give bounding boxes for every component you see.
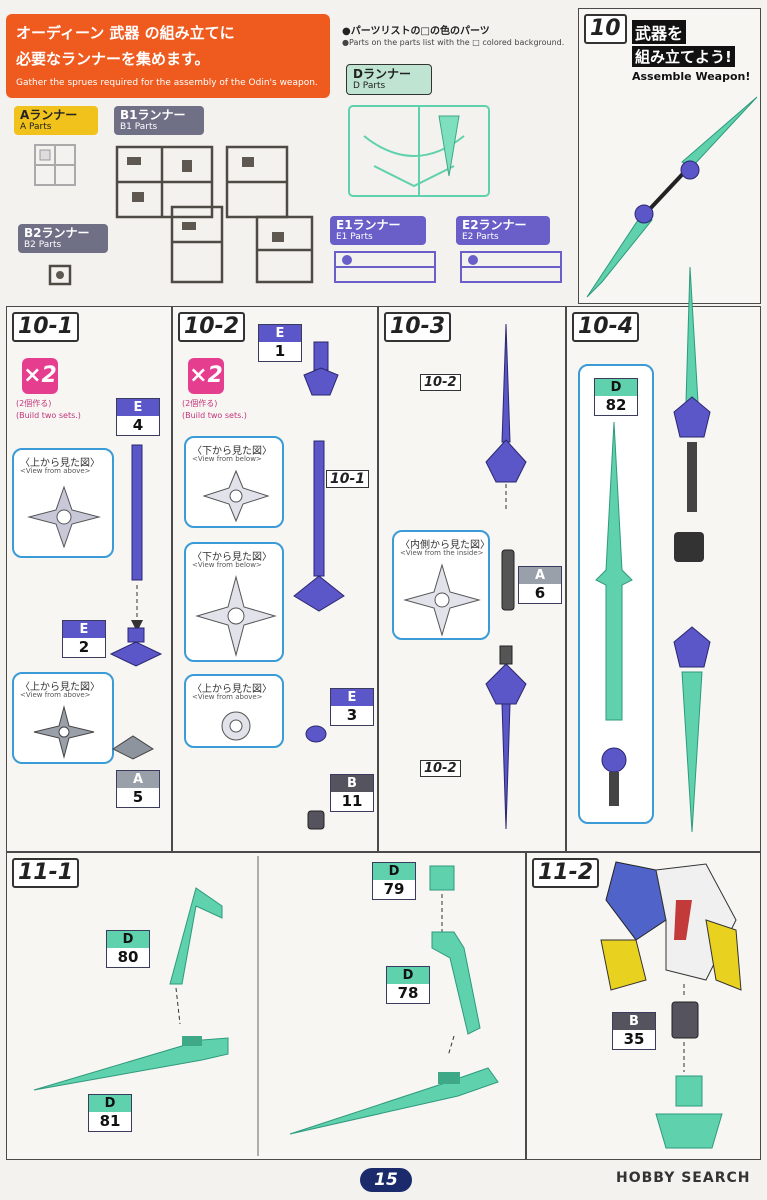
runner-tag-e2: E2ランナー E2 Parts [456, 216, 550, 245]
multiplier-note-10-2-jp: (2個作る) [182, 399, 218, 408]
upper-spear-assembly [485, 323, 527, 512]
spear-with-blade-10-4 [673, 266, 711, 833]
blade-part-d82 [595, 421, 633, 806]
header-subtitle: Gather the sprues required for the assem… [16, 78, 318, 88]
view-from-below-10-2b: 〈下から見た図〉 <View from below> [184, 542, 284, 662]
runner-a-sprue [34, 144, 76, 186]
callout-10-1: 10-1 [326, 470, 370, 488]
multiplier-badge-10-1: ×2 [22, 358, 58, 394]
part-label-d82: D 82 [594, 378, 638, 416]
runner-tag-b2: B2ランナー B2 Parts [18, 224, 108, 253]
multiplier-note-10-1-jp: (2個作る) [16, 399, 52, 408]
cross-inside-view [403, 563, 481, 637]
view-from-inside-10-3: 〈内側から見た図〉 <View from the inside> [392, 530, 490, 640]
part-label-b35: B 35 [612, 1012, 656, 1050]
part-label-e1: E 1 [258, 324, 302, 362]
runner-tag-e1: E1ランナー E1 Parts [330, 216, 426, 245]
runner-tag-b1: B1ランナー B1 Parts [114, 106, 204, 135]
blade-part-d81 [33, 1036, 229, 1091]
part-label-e2: E 2 [62, 620, 106, 658]
blade-assembly-11-1 [289, 1067, 499, 1135]
assembled-weapon-illustration [586, 96, 758, 298]
part-label-d78: D 78 [386, 966, 430, 1004]
step-10-title-jp1: 武器を [632, 20, 687, 44]
base-bottom-view [195, 575, 277, 657]
step-10-3-number: 10-3 [384, 312, 452, 342]
cap-part-b11 [307, 810, 325, 830]
runner-e2-sprue [460, 251, 562, 283]
runner-d-sprue [348, 105, 490, 197]
runner-tag-a: Aランナー A Parts [14, 106, 98, 135]
part-label-d79: D 79 [372, 862, 416, 900]
small-cross-top-view [33, 705, 95, 759]
multiplier-badge-10-2: ×2 [188, 358, 224, 394]
view-from-below-10-2a: 〈下から見た図〉 <View from below> [184, 436, 284, 528]
divider-line-11-1 [257, 856, 259, 1156]
step-11-2-number: 11-2 [532, 858, 600, 888]
page-number: 15 [360, 1168, 412, 1192]
multiplier-note-10-1-en: (Build two sets.) [16, 411, 81, 420]
lower-spear-assembly [485, 645, 527, 830]
callout-10-2-bottom: 10-2 [420, 760, 461, 777]
header-line2: 必要なランナーを集めます。 [16, 50, 210, 68]
pole-assembly-10-1 [293, 440, 345, 612]
step-10-4-number: 10-4 [572, 312, 640, 342]
ring-top-view [221, 711, 251, 741]
runner-b2-sprue [48, 264, 72, 286]
view-from-above-10-1a: 〈上から見た図〉 <View from above> [12, 448, 114, 558]
part-label-a5: A 5 [116, 770, 160, 808]
step-11-1-number: 11-1 [12, 858, 80, 888]
small-base-part-a5 [111, 735, 155, 760]
part-label-d80: D 80 [106, 930, 150, 968]
cross-piece-top-view [27, 485, 101, 549]
fin-part-d78 [431, 931, 481, 1057]
cap-bottom-view [202, 469, 270, 523]
part-label-d81: D 81 [88, 1094, 132, 1132]
runner-tag-d: Dランナー D Parts [346, 64, 432, 95]
header-banner: オーディーン 武器 の組み立てに 必要なランナーを集めます。 Gather th… [6, 14, 330, 98]
step-10-2-number: 10-2 [178, 312, 246, 342]
multiplier-note-10-2-en: (Build two sets.) [182, 411, 247, 420]
part-label-a6: A 6 [518, 566, 562, 604]
clip-part-d79 [429, 865, 455, 934]
step-10-1-number: 10-1 [12, 312, 80, 342]
step-10-title-en: Assemble Weapon! [632, 70, 751, 83]
step-10-title-jp2: 組み立てよう! [632, 46, 735, 67]
header-line1: オーディーン 武器 の組み立てに [16, 24, 235, 42]
step-10-number: 10 [584, 14, 627, 44]
parts-list-note-jp: ●パーツリストの□の色のパーツ [342, 26, 490, 37]
view-from-above-10-2: 〈上から見た図〉 <View from above> [184, 674, 284, 748]
base-part-e2 [109, 627, 163, 667]
runner-b1-sprue [115, 145, 314, 284]
callout-10-2-top: 10-2 [420, 374, 461, 391]
clip-part-b35 [671, 984, 699, 1072]
hobby-search-logo: HOBBY SEARCH [616, 1170, 751, 1186]
pole-part-e4 [131, 444, 143, 632]
part-label-e3: E 3 [330, 688, 374, 726]
ring-part-e3 [305, 725, 327, 743]
view-from-above-10-1b: 〈上から見た図〉 <View from above> [12, 672, 114, 764]
grip-part-a6 [501, 549, 515, 611]
fin-part-d80 [169, 887, 223, 1025]
runner-e1-sprue [334, 251, 436, 283]
cap-part-e1 [303, 341, 339, 396]
odin-body-illustration [600, 861, 742, 991]
parts-list-note-en: ●Parts on the parts list with the □ colo… [342, 38, 565, 47]
part-label-b11: B 11 [330, 774, 374, 812]
part-label-e4: E 4 [116, 398, 160, 436]
blade-assembly-11-2 [655, 1075, 723, 1149]
